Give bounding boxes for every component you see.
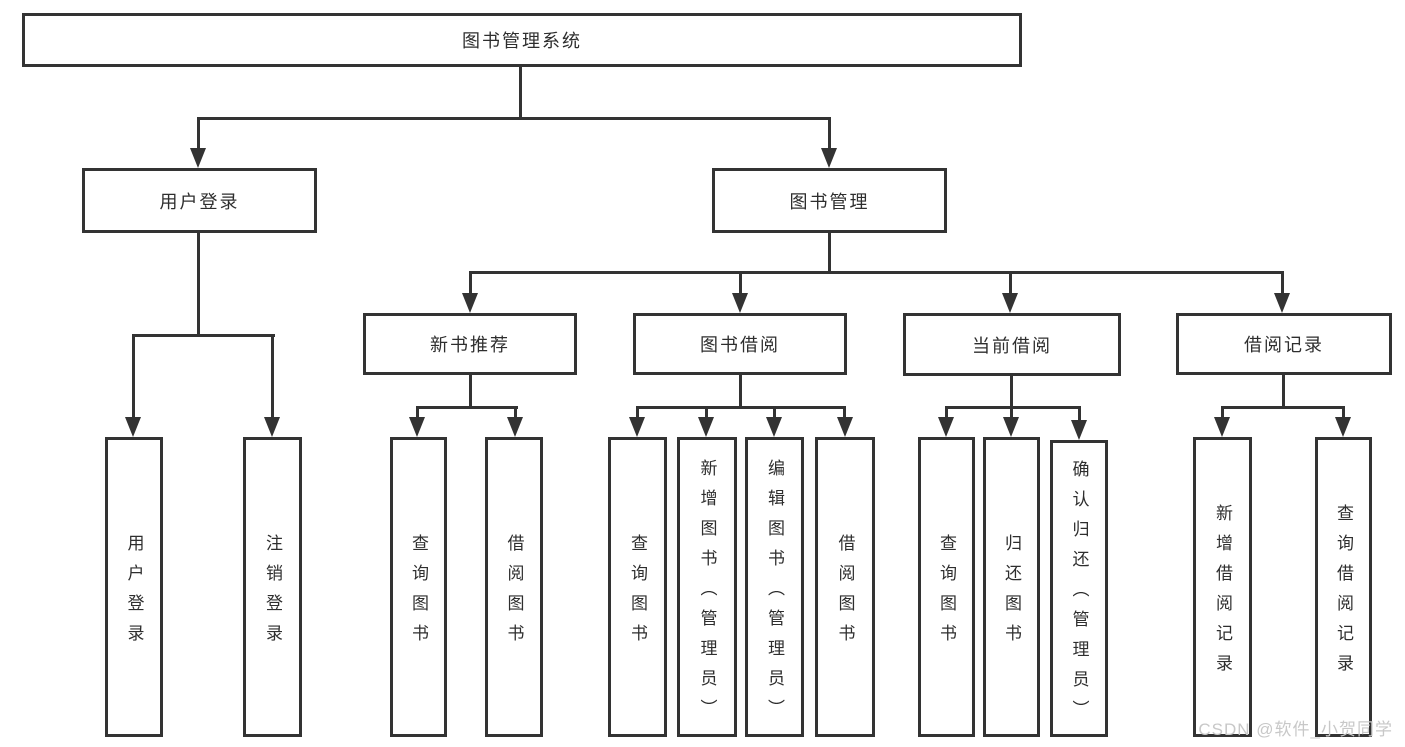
arrowhead-down-icon <box>1335 417 1351 437</box>
connector-line <box>132 334 135 420</box>
arrowhead-down-icon <box>698 417 714 437</box>
connector-line <box>197 233 200 337</box>
leaf-add-books-admin: 新增图书（管理员） <box>677 437 737 737</box>
leaf-label: 新增借阅记录 <box>1213 503 1232 684</box>
leaf-borrow-books-2: 借阅图书 <box>815 437 875 737</box>
connector-line <box>705 406 708 420</box>
leaf-query-borrow-record: 查询借阅记录 <box>1315 437 1372 737</box>
arrowhead-down-icon <box>766 417 782 437</box>
arrowhead-down-icon <box>629 417 645 437</box>
connector-line <box>1221 406 1345 409</box>
connector-line <box>469 375 472 409</box>
connector-line <box>1342 406 1345 420</box>
connector-line <box>636 406 846 409</box>
node-library-management-system: 图书管理系统 <box>22 13 1022 67</box>
arrowhead-down-icon <box>837 417 853 437</box>
leaf-query-books-1: 查询图书 <box>390 437 447 737</box>
connector-line <box>945 406 948 420</box>
connector-line <box>1010 406 1013 420</box>
node-new-book-recommend: 新书推荐 <box>363 313 577 375</box>
leaf-label: 查询图书 <box>937 533 956 654</box>
leaf-borrow-books-1: 借阅图书 <box>485 437 543 737</box>
connector-line <box>271 334 274 420</box>
node-current-borrowing: 当前借阅 <box>903 313 1121 376</box>
connector-line <box>945 406 1081 409</box>
arrowhead-down-icon <box>1071 420 1087 440</box>
arrowhead-down-icon <box>190 148 206 168</box>
leaf-query-books-3: 查询图书 <box>918 437 975 737</box>
arrowhead-down-icon <box>938 417 954 437</box>
node-label: 图书借阅 <box>700 335 780 355</box>
arrowhead-down-icon <box>732 293 748 313</box>
connector-line <box>828 233 831 274</box>
arrowhead-down-icon <box>409 417 425 437</box>
node-borrowing-records: 借阅记录 <box>1176 313 1392 375</box>
arrowhead-down-icon <box>1214 417 1230 437</box>
connector-line <box>416 406 518 409</box>
leaf-label: 确认归还（管理员） <box>1069 460 1089 730</box>
connector-line <box>1009 271 1012 295</box>
leaf-add-borrow-record: 新增借阅记录 <box>1193 437 1252 737</box>
node-book-management: 图书管理 <box>712 168 947 233</box>
connector-line <box>1010 376 1013 407</box>
leaf-label: 借阅图书 <box>835 533 855 654</box>
connector-line <box>1282 375 1285 409</box>
node-label: 图书管理系统 <box>462 31 582 51</box>
connector-line <box>1281 271 1284 295</box>
leaf-label: 查询图书 <box>628 533 647 654</box>
node-label: 用户登录 <box>159 191 240 212</box>
leaf-label: 查询图书 <box>409 533 428 654</box>
node-user-login: 用户登录 <box>82 168 317 233</box>
connector-line <box>739 375 742 409</box>
arrowhead-down-icon <box>264 417 280 437</box>
leaf-label: 注销登录 <box>263 533 282 654</box>
leaf-return-books: 归还图书 <box>983 437 1040 737</box>
arrowhead-down-icon <box>125 417 141 437</box>
leaf-user-login: 用户登录 <box>105 437 163 737</box>
leaf-confirm-return-admin: 确认归还（管理员） <box>1050 440 1108 737</box>
node-label: 当前借阅 <box>972 335 1052 356</box>
node-label: 图书管理 <box>789 191 870 212</box>
connector-line <box>197 117 200 150</box>
connector-line <box>197 117 831 120</box>
watermark: CSDN @软件_小贺同学 <box>1198 720 1393 739</box>
arrowhead-down-icon <box>1003 417 1019 437</box>
connector-line <box>828 117 831 150</box>
connector-line <box>636 406 639 420</box>
node-book-borrowing: 图书借阅 <box>633 313 847 375</box>
connector-line <box>469 271 1283 274</box>
connector-line <box>469 271 472 295</box>
leaf-label: 查询借阅记录 <box>1334 503 1353 684</box>
node-label: 借阅记录 <box>1244 335 1324 355</box>
arrowhead-down-icon <box>462 293 478 313</box>
leaf-label: 用户登录 <box>124 533 144 654</box>
leaf-logout: 注销登录 <box>243 437 302 737</box>
leaf-edit-books-admin: 编辑图书（管理员） <box>745 437 804 737</box>
node-label: 新书推荐 <box>430 335 510 355</box>
connector-line <box>416 406 419 420</box>
leaf-label: 新增图书（管理员） <box>697 458 717 729</box>
arrowhead-down-icon <box>507 417 523 437</box>
connector-line <box>132 334 275 337</box>
connector-line <box>843 406 846 420</box>
leaf-label: 编辑图书（管理员） <box>765 458 784 729</box>
arrowhead-down-icon <box>1002 293 1018 313</box>
connector-line <box>1221 406 1224 420</box>
arrowhead-down-icon <box>1274 293 1290 313</box>
connector-line <box>514 406 517 420</box>
arrowhead-down-icon <box>821 148 837 168</box>
connector-line <box>519 67 522 118</box>
leaf-label: 归还图书 <box>1002 533 1021 654</box>
connector-line <box>1078 406 1081 423</box>
leaf-query-books-2: 查询图书 <box>608 437 667 737</box>
leaf-label: 借阅图书 <box>504 533 524 654</box>
connector-line <box>773 406 776 420</box>
connector-line <box>739 271 742 295</box>
